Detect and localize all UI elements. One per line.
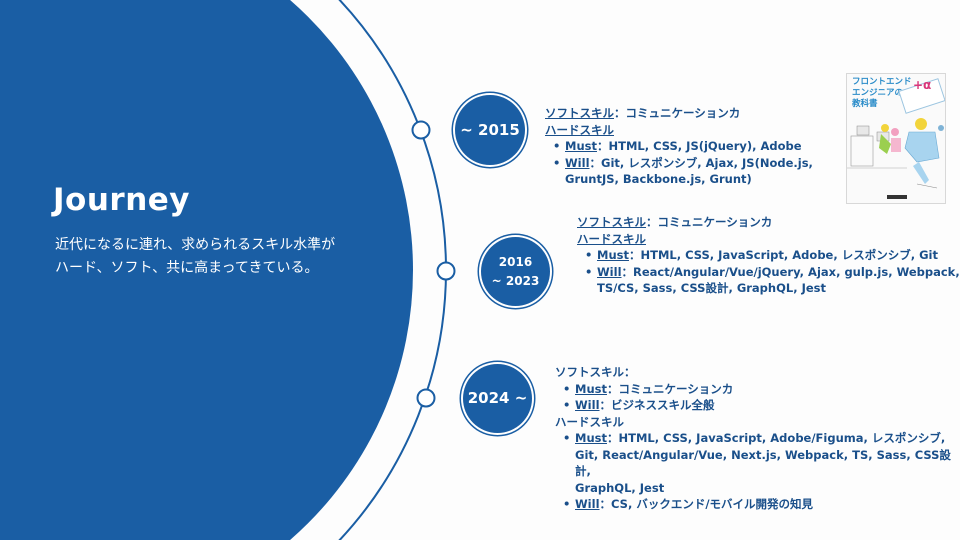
must-label: Must [565, 139, 597, 153]
book-cover-image: フロントエンド エンジニアの 教科書 +α [846, 73, 946, 204]
must-value-cont: Git, React/Angular/Vue, Next.js, Webpack… [575, 447, 951, 479]
book-title-line: 教科書 [852, 99, 878, 109]
subtitle-line: ハード、ソフト、共に高まってきている。 [55, 260, 319, 276]
subtitle-line: 近代になるに連れ、求められるスキル水準が [55, 237, 336, 253]
hard-skill-list: Must：HTML, CSS, JavaScript, Adobe/Figuma… [555, 430, 960, 513]
book-accent: +α [913, 78, 932, 92]
hard-skill-heading: ハードスキル [577, 231, 960, 248]
hard-skill-heading: ハードスキル [555, 414, 960, 431]
will-value-cont: TS/CS, Sass, CSS設計, GraphQL, Jest [597, 281, 827, 295]
hard-skill-label: ハードスキル [577, 231, 646, 246]
skills-block-2024: ソフトスキル： Must：コミュニケーションカ Will：ビジネススキル全般 ハ… [555, 364, 960, 513]
publisher-logo [887, 195, 907, 199]
soft-skill-line: ソフトスキル：コミュニケーションカ [577, 214, 960, 231]
period-label: 2016 [498, 254, 533, 269]
book-illustration [847, 118, 944, 189]
must-item: Must：HTML, CSS, JavaScript, Adobe, レスポンシ… [577, 247, 960, 264]
skills-block-2016-2023: ソフトスキル：コミュニケーションカ ハードスキル Must：HTML, CSS,… [577, 214, 960, 297]
period-label: ~ 2015 [460, 120, 520, 139]
will-value: ：CS, バックエンド/モバイル開発の知見 [599, 497, 814, 511]
will-label: Will [597, 264, 622, 279]
hard-skill-label: ハードスキル [545, 122, 614, 137]
must-item: Must：HTML, CSS, JS(jQuery), Adobe [545, 138, 813, 155]
period-badge-2015: ~ 2015 [455, 95, 525, 165]
will-label: Will [565, 155, 590, 170]
will-value: ：React/Angular/Vue/jQuery, Ajax, gulp.js… [621, 264, 960, 279]
will-value: ：ビジネススキル全般 [599, 398, 715, 412]
must-value: ：HTML, CSS, JavaScript, Adobe/Figuma, レス… [606, 431, 946, 445]
soft-skill-heading: ソフトスキル： [555, 364, 960, 381]
must-value: ：HTML, CSS, JavaScript, Adobe, レスポンシブ, G… [628, 248, 938, 262]
soft-skill-line: ソフトスキル：コミュニケーションカ [545, 105, 813, 122]
slide-title: Journey [53, 182, 190, 218]
soft-skill-label: ソフトスキル： [555, 365, 636, 379]
will-item: Will：CS, バックエンド/モバイル開発の知見 [555, 496, 960, 513]
must-value: ：HTML, CSS, JS(jQuery), Adobe [596, 139, 802, 153]
book-title-line: フロントエンド [852, 77, 912, 87]
must-label: Must [575, 381, 607, 396]
will-label: Will [575, 497, 600, 511]
slide-subtitle: 近代になるに連れ、求められるスキル水準が ハード、ソフト、共に高まってきている。 [55, 234, 395, 280]
period-label: ~ 2023 [491, 273, 540, 288]
must-value: ：コミュニケーションカ [606, 381, 734, 396]
soft-must-item: Must：コミュニケーションカ [555, 381, 960, 398]
hard-skill-label: ハードスキル [555, 414, 624, 429]
will-label: Will [575, 398, 600, 412]
timeline-node-3 [416, 388, 436, 408]
soft-skill-list: Must：コミュニケーションカ Will：ビジネススキル全般 [555, 381, 960, 414]
must-label: Must [597, 248, 629, 262]
soft-will-item: Will：ビジネススキル全般 [555, 397, 960, 414]
will-item: Will：Git, レスポンシブ, Ajax, JS(Node.js, Grun… [545, 155, 813, 188]
soft-skill-label: ソフトスキル [577, 215, 646, 229]
soft-skill-value: ：コミュニケーションカ [646, 215, 773, 229]
hard-skill-list: Must：HTML, CSS, JavaScript, Adobe, レスポンシ… [577, 247, 960, 297]
will-value: ：Git, レスポンシブ, Ajax, JS(Node.js, [589, 155, 813, 170]
timeline-node-2 [436, 261, 456, 281]
must-label: Must [575, 431, 607, 445]
period-label: 2024 ~ [467, 389, 528, 407]
will-value-cont: GruntJS, Backbone.js, Grunt) [565, 172, 752, 186]
soft-skill-label: ソフトスキル [545, 106, 614, 120]
skills-block-2015: ソフトスキル：コミュニケーションカ ハードスキル Must：HTML, CSS,… [545, 105, 813, 188]
must-item: Must：HTML, CSS, JavaScript, Adobe/Figuma… [555, 430, 960, 496]
must-value-cont: GraphQL, Jest [575, 480, 665, 495]
period-badge-2024: 2024 ~ [463, 364, 532, 433]
hard-skill-list: Must：HTML, CSS, JS(jQuery), Adobe Will：G… [545, 138, 813, 188]
blue-half-circle [0, 0, 413, 540]
period-badge-2016-2023: 2016 ~ 2023 [481, 237, 550, 306]
soft-skill-value: ：コミュニケーションカ [614, 106, 741, 120]
will-item: Will：React/Angular/Vue/jQuery, Ajax, gul… [577, 264, 960, 297]
book-title-line: エンジニアの [852, 88, 904, 98]
timeline-node-1 [411, 120, 431, 140]
hard-skill-heading: ハードスキル [545, 122, 813, 139]
book-title: フロントエンド エンジニアの 教科書 [852, 77, 912, 110]
